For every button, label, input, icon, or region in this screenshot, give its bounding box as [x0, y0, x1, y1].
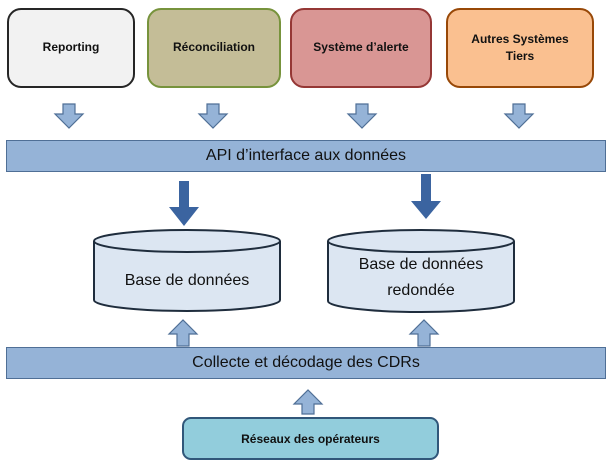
api-layer: API d’interface aux données	[6, 140, 606, 172]
cdr-collect-layer-label: Collecte et décodage des CDRs	[192, 354, 420, 371]
database: Base de données	[94, 256, 280, 306]
arrow-collect-to-db	[167, 319, 199, 347]
arrow-api-to-db	[169, 181, 199, 226]
third-party-systems-box: Autres Systèmes Tiers	[446, 8, 594, 88]
arrow-api-to-redundant-db	[411, 174, 441, 219]
arrow-reporting-to-api	[53, 103, 85, 129]
arrow-networks-to-collect	[292, 389, 324, 415]
third-party-systems-label: Autres Systèmes Tiers	[471, 31, 569, 63]
reconciliation-box: Réconciliation	[147, 8, 281, 88]
arrow-reconciliation-to-api	[197, 103, 229, 129]
operator-networks-box: Réseaux des opérateurs	[182, 417, 439, 460]
database-label: Base de données	[124, 272, 250, 289]
arrow-collect-to-redundant-db	[408, 319, 440, 347]
reconciliation-label: Réconciliation	[172, 40, 255, 55]
operator-networks-label: Réseaux des opérateurs	[241, 431, 380, 446]
cdr-collect-layer: Collecte et décodage des CDRs	[6, 347, 606, 379]
database-cylinder	[93, 229, 281, 312]
reporting-label: Reporting	[42, 40, 100, 55]
arrow-thirdparty-to-api	[503, 103, 535, 129]
reporting-box: Reporting	[7, 8, 135, 88]
alert-system-box: Système d’alerte	[290, 8, 432, 88]
api-layer-label: API d’interface aux données	[205, 147, 407, 164]
redundant-database-cylinder	[327, 229, 515, 313]
alert-system-label: Système d’alerte	[313, 40, 409, 55]
arrow-alert-to-api	[346, 103, 378, 129]
